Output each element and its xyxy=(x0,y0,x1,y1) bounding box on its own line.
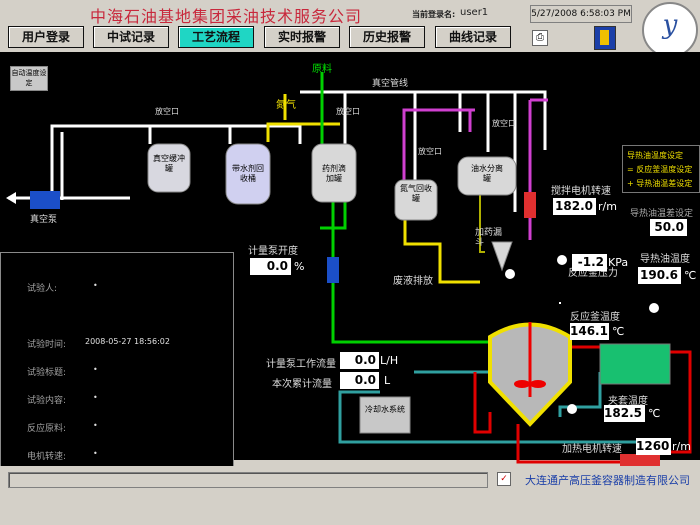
company-logo: y xyxy=(642,2,698,58)
nitrogen-recovery-label: 氮气回收罐 xyxy=(400,184,432,203)
test-content-label: 试验内容: xyxy=(27,396,67,406)
jacket-temp-value: 182.5 xyxy=(604,405,645,422)
cumulative-flow-label: 本次累计流量 xyxy=(272,379,332,390)
vacuum-buffer-tank xyxy=(147,143,191,193)
jacket-temp-label: 夹套温度 xyxy=(608,396,648,407)
tester-value: • xyxy=(93,281,98,290)
cumulative-flow-value: 0.0 xyxy=(340,372,379,389)
reactor-temp-unit: ℃ xyxy=(612,325,625,338)
motor-speed-label: 电机转速: xyxy=(27,452,67,462)
vent-label-4: 放空口 xyxy=(492,119,516,128)
current-user: user1 xyxy=(460,7,489,18)
stirrer-motor-icon xyxy=(524,192,536,218)
exit-door-icon[interactable] xyxy=(594,26,616,50)
test-title-label: 试验标题: xyxy=(27,368,67,378)
datetime-display: 5/27/2008 6:58:03 PM xyxy=(530,5,632,23)
reagent-tank-label: 药剂滴加罐 xyxy=(322,164,346,183)
nav-bar: 用户登录 中试记录 工艺流程 实时报警 历史报警 曲线记录 ⎙ xyxy=(0,26,640,50)
meter-pump-icon xyxy=(327,257,339,283)
test-content-value: • xyxy=(93,393,98,402)
tab-user-login[interactable]: 用户登录 xyxy=(8,26,84,48)
meter-pump-opening-value: 0.0 xyxy=(250,258,291,275)
raw-material-label: 原料 xyxy=(312,64,332,75)
app-title: 中海石油基地集团采油技术服务公司 xyxy=(90,7,363,26)
funnel-gauge-icon xyxy=(505,269,515,279)
vent-label-2: 放空口 xyxy=(336,107,360,116)
cooling-water-box xyxy=(359,396,411,434)
reactor-vessel xyxy=(488,322,572,427)
tab-process-flow[interactable]: 工艺流程 xyxy=(178,26,254,48)
vent-label-1: 放空口 xyxy=(155,107,179,116)
tester-label: 试验人: xyxy=(27,284,58,294)
manufacturer-name: 大连通产高压釜容器制造有限公司 xyxy=(525,474,690,487)
pressure-gauge-icon xyxy=(557,255,567,265)
nitrogen-label: 氮气 xyxy=(276,100,296,111)
print-icon[interactable]: ⎙ xyxy=(532,30,548,46)
meter-pump-opening-label: 计量泵开度 xyxy=(248,246,298,257)
stirrer-speed-label: 搅拌电机转速 xyxy=(551,186,611,197)
reaction-material-label: 反应原料: xyxy=(27,424,67,434)
jacket-temp-unit: ℃ xyxy=(648,407,661,420)
motor-speed-value: • xyxy=(93,449,98,458)
vacuum-line-label: 真空管线 xyxy=(372,79,409,89)
oil-temp-gauge-icon xyxy=(649,303,659,313)
status-message-field xyxy=(8,472,488,488)
meter-pump-opening-unit: % xyxy=(294,260,305,273)
heater-motor-speed-value: 1260 xyxy=(636,438,671,455)
solvent-recovery-label: 带水剂回收桶 xyxy=(232,164,264,183)
cumulative-flow-unit: L xyxy=(384,374,391,387)
waste-discharge-label: 废液排放 xyxy=(393,276,433,287)
login-label: 当前登录名: xyxy=(412,10,456,19)
oil-water-separator xyxy=(457,156,517,196)
vacuum-pump-label: 真空泵 xyxy=(30,215,58,225)
heat-exchanger xyxy=(599,343,671,385)
auto-temp-setting-button[interactable]: 自动温度设定 xyxy=(10,66,48,91)
reactor-temp-value: 146.1 xyxy=(570,323,609,340)
test-time-label: 试验时间: xyxy=(27,340,67,350)
reactor-pressure-label: 反应釜压力 xyxy=(568,268,618,279)
tab-curve-record[interactable]: 曲线记录 xyxy=(435,26,511,48)
reactor-pressure-unit: KPa xyxy=(608,256,629,269)
heat-oil-diff-value[interactable]: 50.0 xyxy=(650,219,687,236)
cooling-water-label: 冷却水系统 xyxy=(365,405,405,414)
vacuum-buffer-label: 真空缓冲罐 xyxy=(153,154,185,173)
temp-setting-legend: 导热油温度设定 = 反应釜温度设定 + 导热油温差设定 xyxy=(622,145,700,193)
stirrer-speed-unit: r/m xyxy=(598,200,617,213)
legend-line-2: = 反应釜温度设定 xyxy=(627,165,693,174)
process-diagram xyxy=(6,72,692,466)
reactor-temp-label: 反应釜温度 xyxy=(570,312,620,323)
arrow-left xyxy=(6,192,16,204)
vent-label-3: 放空口 xyxy=(418,147,442,156)
heater-motor-speed-label: 加热电机转速 xyxy=(562,444,622,455)
legend-line-1: 导热油温度设定 xyxy=(627,151,683,160)
heater-motor-speed-unit: r/m xyxy=(672,440,691,453)
reactor-pressure-value: -1.2 xyxy=(572,254,607,271)
heat-oil-temp-value: 190.6 xyxy=(638,267,681,284)
alarm-check-icon[interactable]: ✓ xyxy=(497,472,511,486)
vacuum-pump-icon xyxy=(30,191,60,209)
heater-motor-icon xyxy=(620,454,660,466)
logo-letter: y xyxy=(662,10,678,40)
nitrogen-recovery-tank xyxy=(394,179,438,221)
meter-pump-flow-value: 0.0 xyxy=(340,352,379,369)
legend-line-3: + 导热油温差设定 xyxy=(627,179,693,188)
temp-gauge-icon xyxy=(567,404,577,414)
heat-oil-diff-label: 导热油温差设定 xyxy=(630,209,694,219)
heat-oil-temp-unit: ℃ xyxy=(684,269,697,282)
test-title-value: • xyxy=(93,365,98,374)
tab-realtime-alarm[interactable]: 实时报警 xyxy=(264,26,340,48)
meter-pump-flow-label: 计量泵工作流量 xyxy=(266,359,336,370)
stirrer-speed-value: 182.0 xyxy=(553,198,596,215)
test-time-value: 2008-05-27 18:56:02 xyxy=(85,337,170,346)
heat-oil-temp-label: 导热油温度 xyxy=(640,254,690,265)
reaction-material-value: • xyxy=(93,421,98,430)
dosing-funnel-label: 加药漏斗 xyxy=(475,228,503,248)
solvent-recovery-tank xyxy=(225,143,271,205)
tab-pilot-record[interactable]: 中试记录 xyxy=(93,26,169,48)
test-info-panel: 试验人: • 试验时间: 2008-05-27 18:56:02 试验标题: •… xyxy=(0,252,234,470)
separator-label: 油水分离罐 xyxy=(471,164,503,183)
meter-pump-flow-unit: L/H xyxy=(380,354,399,367)
reagent-tank xyxy=(311,143,357,203)
tab-history-alarm[interactable]: 历史报警 xyxy=(349,26,425,48)
